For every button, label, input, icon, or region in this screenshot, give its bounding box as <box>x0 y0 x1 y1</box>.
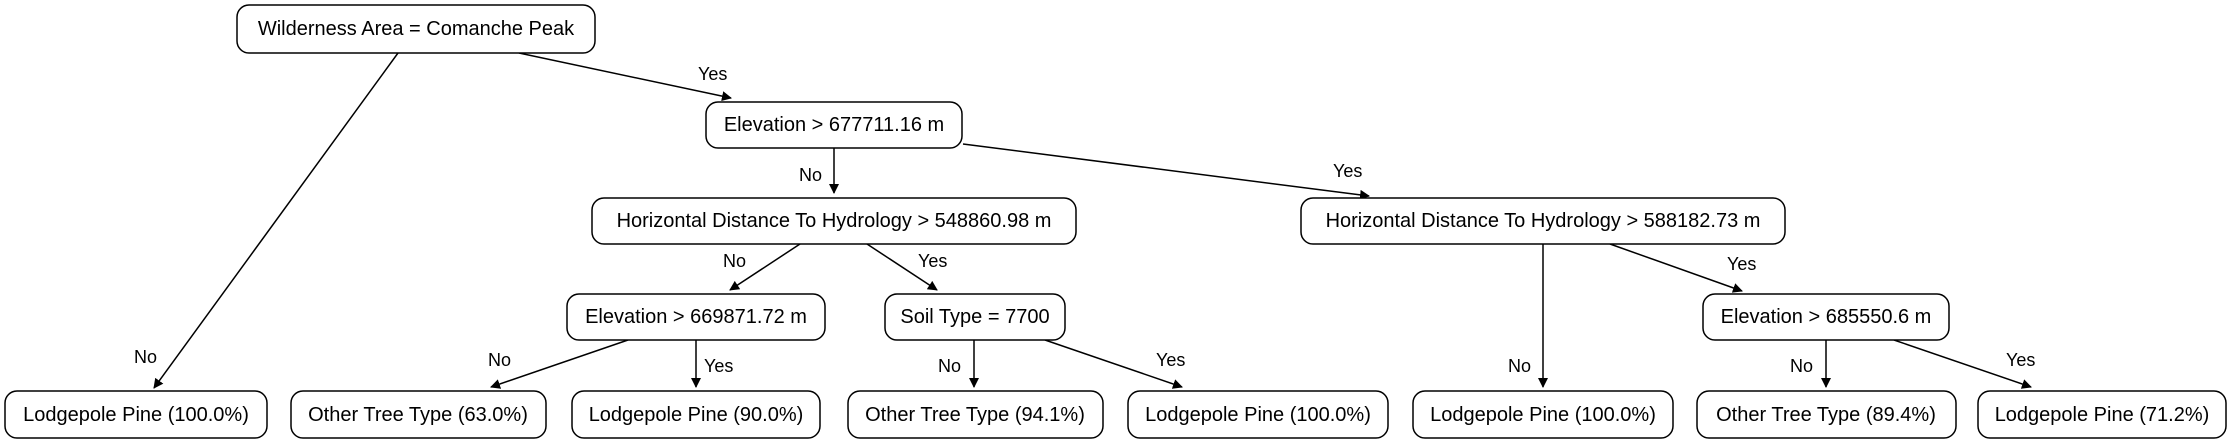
node-hdh-588182: Horizontal Distance To Hydrology > 58818… <box>1300 197 1786 245</box>
edge-root-no <box>153 52 399 389</box>
edge-label-elev1-no: No <box>799 165 822 185</box>
node-root: Wilderness Area = Comanche Peak <box>236 4 596 54</box>
edge-label-elev3-yes: Yes <box>2006 350 2035 370</box>
leaf-other-tree-type-3: Other Tree Type (89.4%) <box>1696 390 1957 439</box>
edge-hdh1-yes <box>866 243 938 291</box>
edge-hdh1-no <box>729 243 801 291</box>
edge-elev3-yes <box>1893 339 2032 389</box>
node-elevation-677711-label: Elevation > 677711.16 m <box>724 114 944 136</box>
edge-label-hdh2-no: No <box>1508 356 1531 376</box>
edge-label-elev2-yes: Yes <box>704 356 733 376</box>
edge-hdh2-yes <box>1609 243 1743 293</box>
edge-label-elev1-yes: Yes <box>1333 161 1362 181</box>
leaf-1-label: Lodgepole Pine (100.0%) <box>23 404 249 426</box>
edge-elev2-no <box>490 339 629 389</box>
edge-label-root-no: No <box>134 347 157 367</box>
edge-root-yes <box>518 52 732 102</box>
edge-label-hdh1-no: No <box>723 251 746 271</box>
leaf-lodgepole-pine-4: Lodgepole Pine (100.0%) <box>1412 390 1674 439</box>
node-elevation-685550: Elevation > 685550.6 m <box>1702 293 1950 341</box>
leaf-4-label: Other Tree Type (94.1%) <box>865 404 1085 426</box>
leaf-3-label: Lodgepole Pine (90.0%) <box>589 404 804 426</box>
node-soil-type-label: Soil Type = 7700 <box>900 306 1049 328</box>
leaf-lodgepole-pine-1: Lodgepole Pine (100.0%) <box>4 390 268 439</box>
leaf-lodgepole-pine-3: Lodgepole Pine (100.0%) <box>1127 390 1389 439</box>
edge-label-hdh1-yes: Yes <box>918 251 947 271</box>
leaf-7-label: Other Tree Type (89.4%) <box>1716 404 1936 426</box>
edge-elev1-yes <box>962 143 1370 200</box>
leaf-8-label: Lodgepole Pine (71.2%) <box>1995 404 2210 426</box>
leaf-lodgepole-pine-2: Lodgepole Pine (90.0%) <box>571 390 821 439</box>
edge-label-elev3-no: No <box>1790 356 1813 376</box>
leaf-lodgepole-pine-5: Lodgepole Pine (71.2%) <box>1977 390 2227 439</box>
node-elevation-669871: Elevation > 669871.72 m <box>566 293 826 341</box>
nodes: Wilderness Area = Comanche Peak Elevatio… <box>4 4 2227 439</box>
leaf-other-tree-type-1: Other Tree Type (63.0%) <box>290 390 547 439</box>
edge-label-soil-yes: Yes <box>1156 350 1185 370</box>
leaf-6-label: Lodgepole Pine (100.0%) <box>1430 404 1656 426</box>
leaf-2-label: Other Tree Type (63.0%) <box>308 404 528 426</box>
node-soil-type: Soil Type = 7700 <box>884 293 1066 341</box>
node-hdh-548860-label: Horizontal Distance To Hydrology > 54886… <box>617 210 1052 232</box>
node-hdh-588182-label: Horizontal Distance To Hydrology > 58818… <box>1326 210 1761 232</box>
node-hdh-548860: Horizontal Distance To Hydrology > 54886… <box>591 197 1077 245</box>
edges: Yes No No Yes No Yes No Yes No Yes No Ye… <box>134 52 2035 389</box>
node-elevation-685550-label: Elevation > 685550.6 m <box>1721 306 1932 328</box>
node-elevation-677711: Elevation > 677711.16 m <box>705 101 963 149</box>
leaf-5-label: Lodgepole Pine (100.0%) <box>1145 404 1371 426</box>
edge-label-root-yes: Yes <box>698 64 727 84</box>
node-root-label: Wilderness Area = Comanche Peak <box>258 18 575 40</box>
edge-label-elev2-no: No <box>488 350 511 370</box>
node-elevation-669871-label: Elevation > 669871.72 m <box>585 306 807 328</box>
leaf-other-tree-type-2: Other Tree Type (94.1%) <box>847 390 1104 439</box>
edge-soil-yes <box>1044 339 1183 389</box>
edge-label-hdh2-yes: Yes <box>1727 254 1756 274</box>
edge-label-soil-no: No <box>938 356 961 376</box>
